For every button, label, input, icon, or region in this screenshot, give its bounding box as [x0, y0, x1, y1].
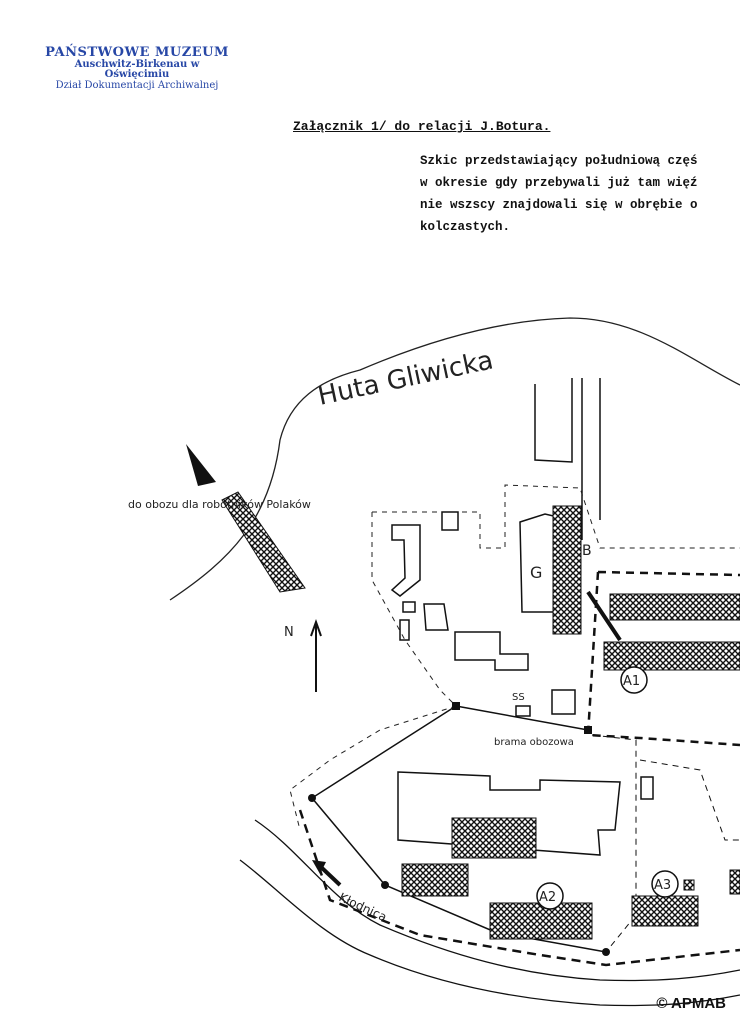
direction-arrow-head — [186, 444, 216, 486]
tall-building — [534, 378, 573, 463]
camp-direction-label: do obozu dla robotników Polaków — [128, 498, 311, 511]
building-g-label: G — [530, 563, 542, 582]
north-label: N — [284, 625, 294, 640]
ss-hut — [515, 705, 531, 717]
building-small-2 — [402, 601, 416, 613]
barrack-hatched-1 — [451, 817, 537, 859]
description-line-4: kolczastych. — [420, 220, 511, 234]
building-hook — [390, 524, 421, 597]
description-line-3: nie wszscy znajdowali się w obrębie o — [420, 198, 698, 212]
museum-stamp: PAŃSTWOWE MUZEUM Auschwitz-Birkenau w Oś… — [42, 46, 232, 91]
description-line-1: Szkic przedstawiający południową częś — [420, 154, 698, 168]
river-bank-north — [254, 819, 740, 982]
huta-label: Huta Gliwicka — [315, 345, 496, 411]
copyright-watermark: © APMAB — [656, 995, 726, 1012]
barbed-wire-fence-north — [372, 484, 740, 549]
a1-label: A1 — [623, 674, 640, 689]
building-small-1 — [441, 511, 459, 531]
building-small-3 — [399, 619, 410, 641]
ss-label: SS — [512, 692, 525, 703]
outer-camp-line — [298, 809, 740, 967]
stamp-line-3: Dział Dokumentacji Archiwalnej — [55, 79, 219, 91]
direction-arrow-shaft — [221, 491, 306, 593]
building-complex — [454, 631, 529, 671]
sketch-description: Szkic przedstawiający południową częś w … — [420, 150, 740, 238]
building-square — [423, 603, 449, 631]
document-heading: Załącznik 1/ do relacji J.Botura. — [293, 119, 551, 134]
river-bank-south — [239, 859, 740, 1007]
building-b — [552, 505, 582, 635]
barrack-a2 — [489, 902, 593, 940]
building-b-label: B — [582, 543, 592, 559]
stamp-line-1: PAŃSTWOWE MUZEUM — [45, 45, 229, 60]
camp-wall — [455, 705, 589, 731]
camp-boundary — [586, 570, 740, 747]
inner-camp-boundary — [591, 734, 740, 953]
barrack-arrow — [586, 590, 622, 642]
gate-label: brama obozowa — [494, 737, 574, 748]
stamp-line-2: Auschwitz-Birkenau w Oświęcimiu — [74, 58, 200, 81]
river-flow-arrow — [320, 866, 342, 887]
huta-boundary-line — [169, 317, 740, 601]
ss-building — [551, 689, 576, 715]
barrack-top — [609, 593, 740, 621]
a2-label: A2 — [539, 890, 556, 905]
description-line-2: w okresie gdy przebywali już tam więź — [420, 176, 698, 190]
a3-label: A3 — [654, 878, 671, 893]
barrack-hatched-2 — [401, 863, 469, 897]
barrack-a1 — [603, 641, 740, 671]
river-label: Kłodnica — [337, 890, 389, 924]
barrack-a3 — [631, 895, 699, 927]
barbed-wire-fence-west — [289, 512, 457, 831]
